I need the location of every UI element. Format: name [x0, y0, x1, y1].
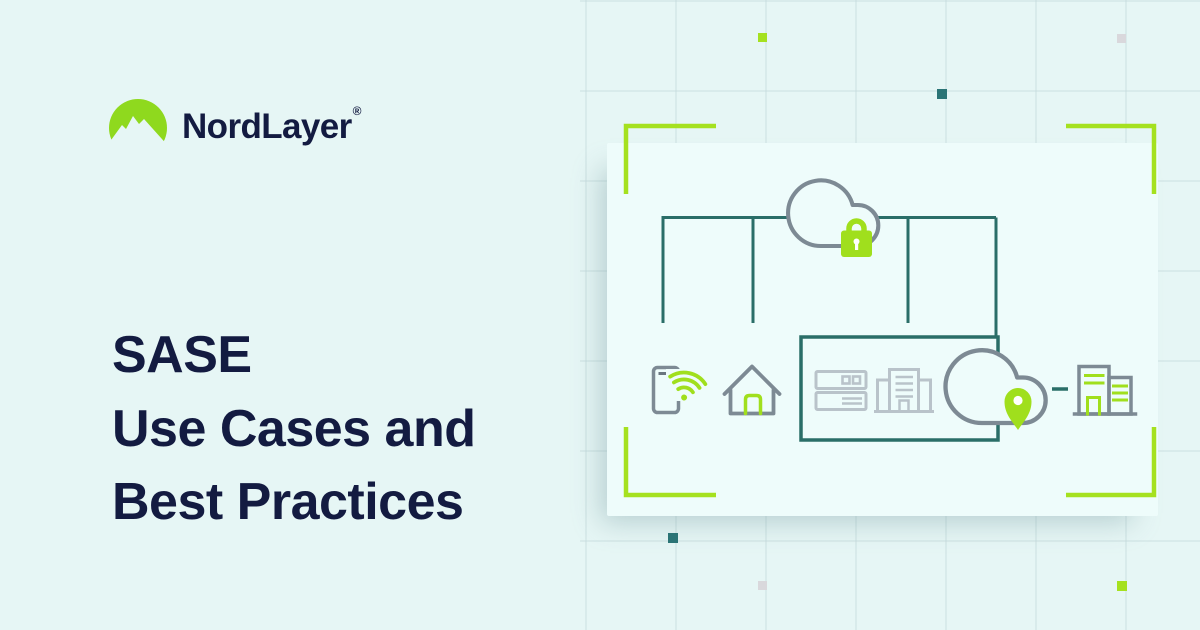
decor-square	[937, 89, 947, 99]
page-title: SASE Use Cases and Best Practices	[112, 319, 476, 540]
illustration-backdrop	[607, 143, 1158, 516]
corner-brackets	[623, 123, 1157, 498]
connector-lines	[661, 216, 1068, 391]
decor-square	[758, 581, 767, 590]
logo-text: NordLayer	[182, 106, 352, 146]
headquarters-buildings-icon	[1072, 364, 1138, 416]
title-line-2: Use Cases and	[112, 399, 476, 458]
registered-mark: ®	[352, 103, 362, 118]
title-line-3: Best Practices	[112, 473, 464, 531]
nordlayer-logo: NordLayer®	[108, 98, 362, 158]
home-icon	[722, 364, 782, 416]
decor-square	[758, 33, 767, 42]
logo-wordmark: NordLayer®	[182, 105, 362, 146]
mountain-circle-icon	[108, 99, 168, 158]
title-line-1: SASE	[112, 326, 252, 384]
server-rack-icon	[814, 370, 868, 411]
decor-square	[1117, 581, 1127, 591]
smartphone-wifi-icon	[651, 365, 708, 415]
decor-square	[668, 533, 678, 543]
decor-square	[1117, 34, 1126, 43]
cloud-location-pin-icon	[943, 348, 1048, 430]
office-building-icon	[874, 368, 934, 413]
cloud-lock-icon	[786, 178, 881, 257]
